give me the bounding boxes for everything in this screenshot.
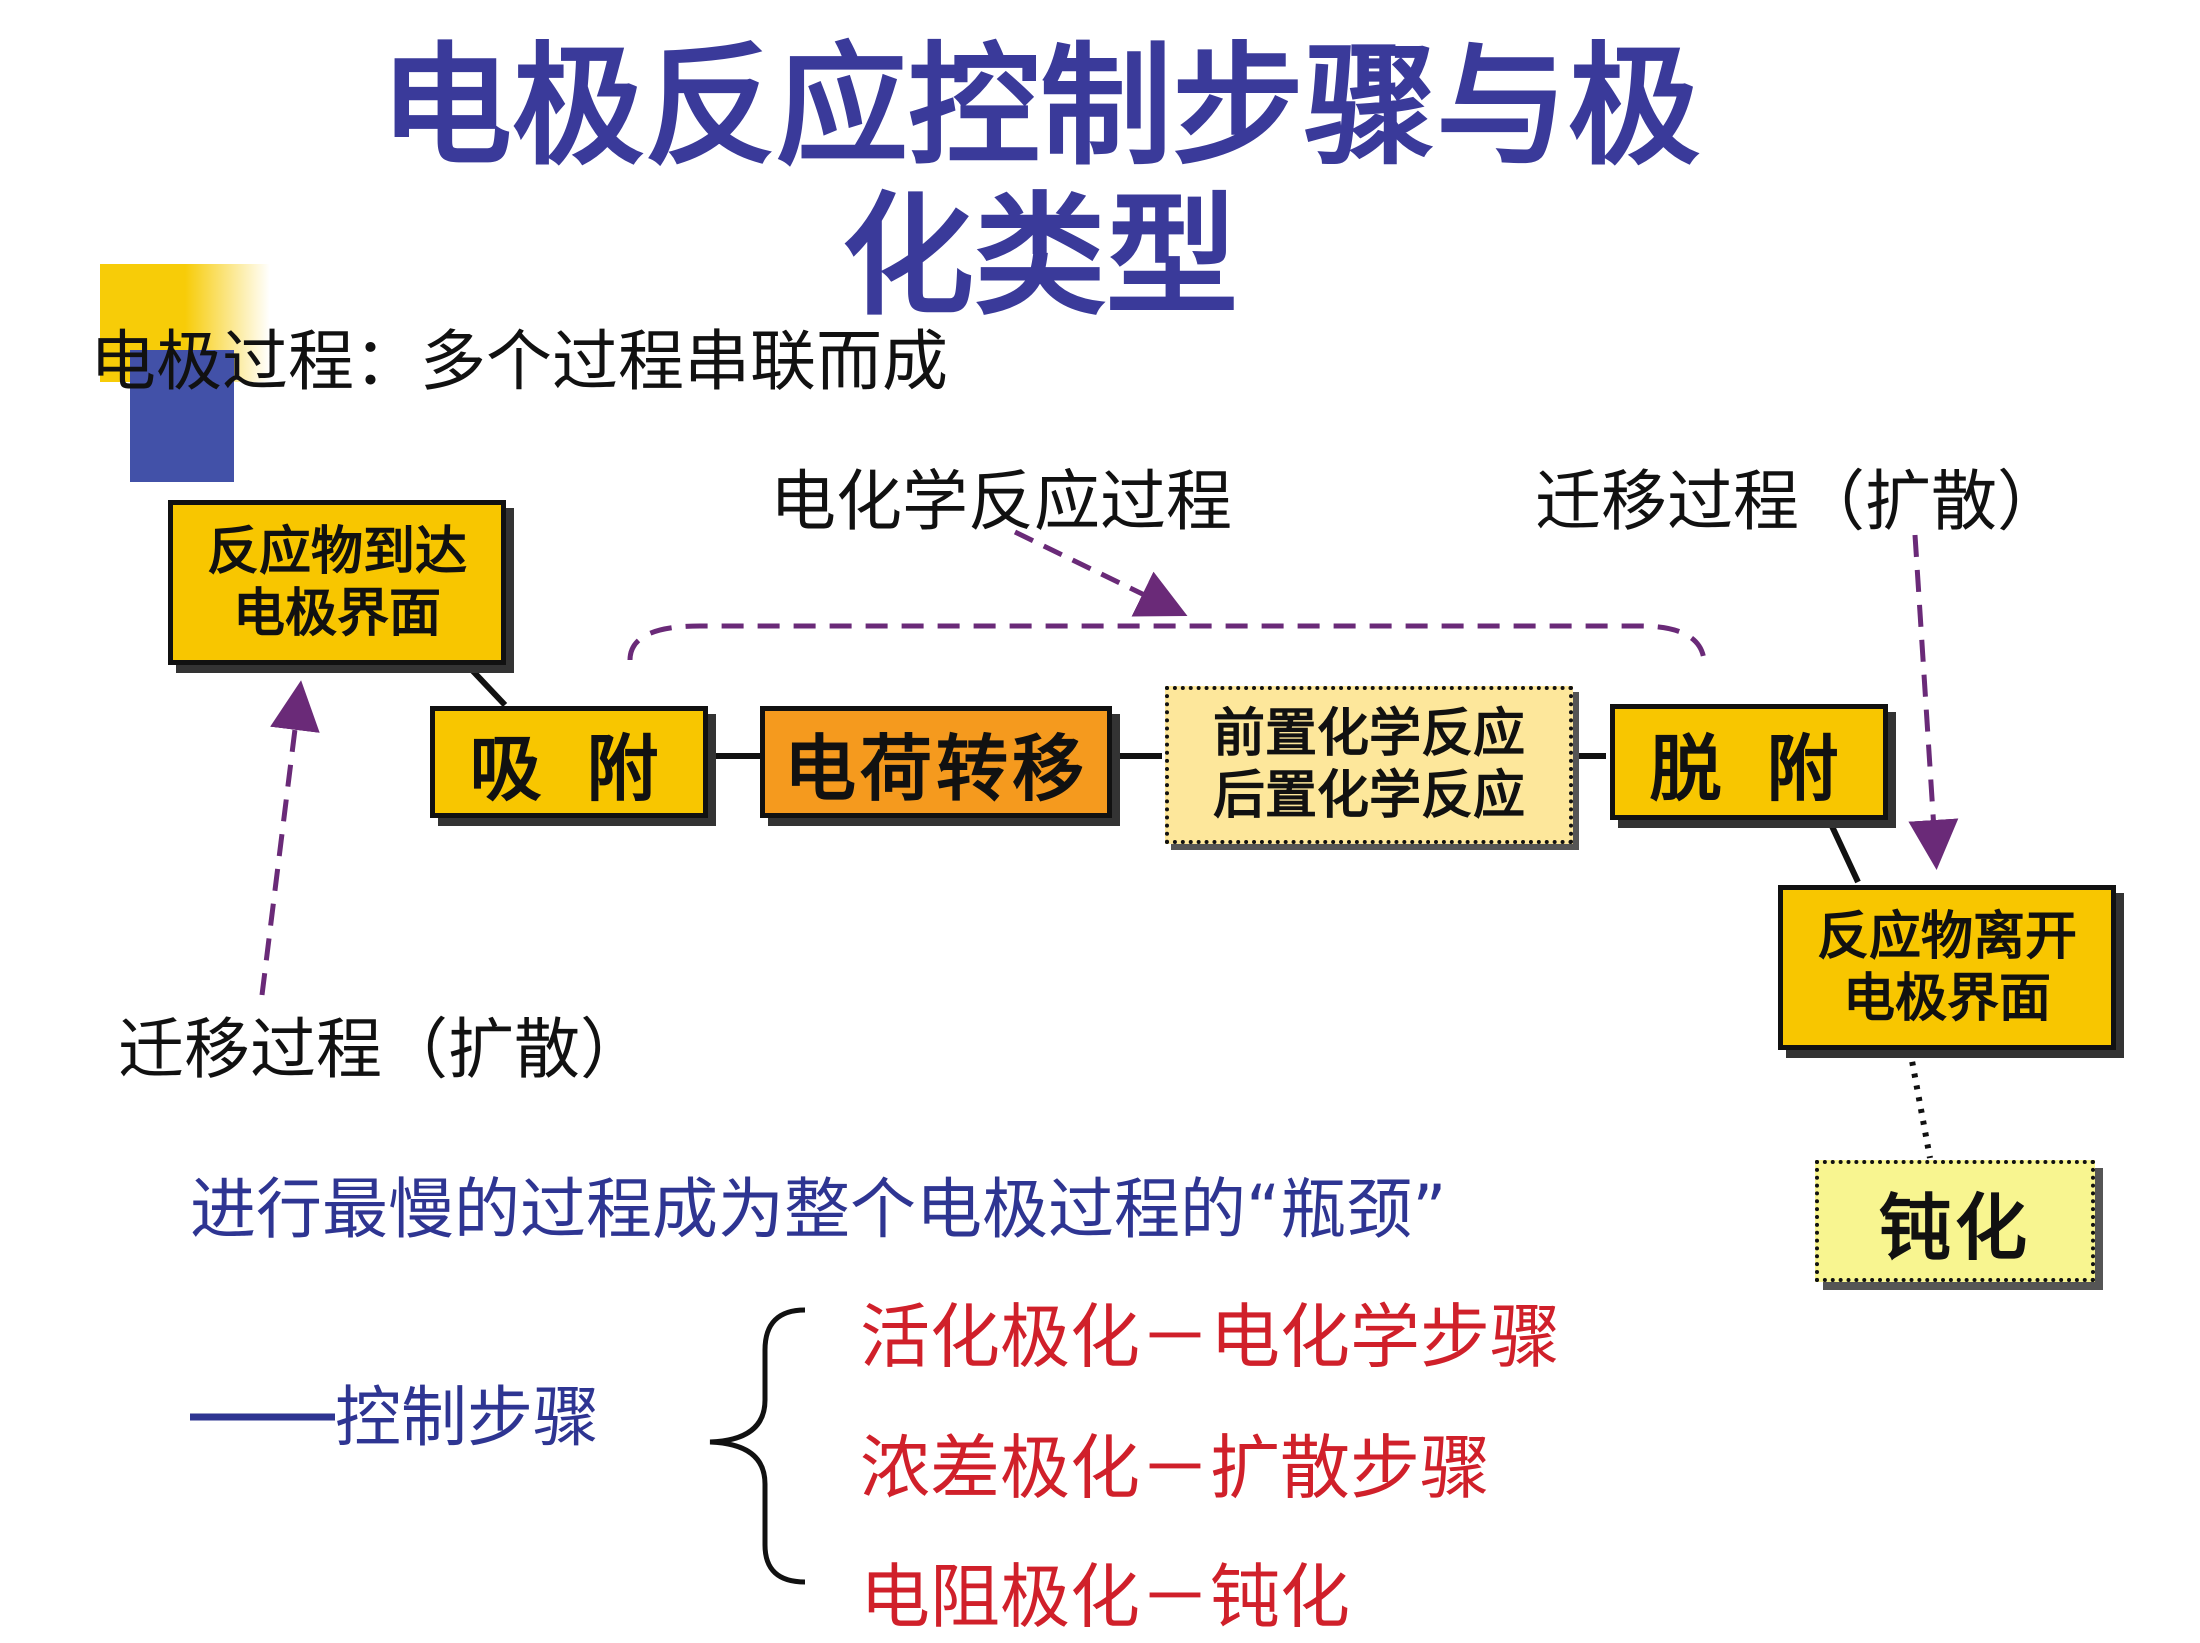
title-line-1: 电极反应控制步骤与极 — [380, 29, 1700, 184]
box-reactant-arrive: 反应物到达 电极界面 — [168, 500, 506, 665]
label-migration-left: 迁移过程（扩散） — [118, 1011, 646, 1088]
box-passivation: 钝化 — [1815, 1160, 2095, 1282]
arrow-migration-left — [259, 680, 320, 996]
page-title: 电极反应控制步骤与极 化类型 — [300, 32, 1780, 332]
box-reactant-arrive-line2: 电极界面 — [232, 583, 441, 644]
box-chemical-reactions-line1: 前置化学反应 — [1212, 704, 1525, 764]
box-chemical-reactions: 前置化学反应 后置化学反应 — [1165, 686, 1573, 844]
box-chemical-reactions-line2: 后置化学反应 — [1212, 766, 1525, 826]
box-charge-transfer: 电荷转移 — [760, 706, 1112, 818]
box-reactant-leave-line2: 电极界面 — [1842, 968, 2051, 1029]
polarization-item-concentration: 浓差极化－扩散步骤 — [860, 1427, 1490, 1509]
label-electrochemical-process: 电化学反应过程 — [770, 463, 1232, 540]
polarization-item-resistance: 电阻极化－钝化 — [860, 1556, 1350, 1638]
label-migration-top: 迁移过程（扩散） — [1535, 463, 2063, 540]
control-step-label: 控制步骤 — [190, 1378, 599, 1458]
box-reactant-arrive-line1: 反应物到达 — [206, 521, 467, 582]
polarization-item-activation: 活化极化－电化学步骤 — [860, 1296, 1560, 1378]
box-reactant-leave-line1: 反应物离开 — [1816, 906, 2077, 967]
box-reactant-leave: 反应物离开 电极界面 — [1778, 885, 2116, 1050]
line-arrive-to-adsorb — [467, 665, 508, 708]
arrow-migration-right — [1908, 534, 1959, 870]
decor-blue-square — [130, 350, 234, 482]
title-line-2: 化类型 — [842, 179, 1238, 334]
line-desorb-to-leave — [1827, 820, 1861, 884]
intro-text: 电极过程：多个过程串联而成 — [90, 323, 948, 400]
control-step-text: 控制步骤 — [335, 1379, 599, 1456]
polarization-brace — [709, 1307, 806, 1585]
process-brace — [627, 623, 1707, 661]
arrow-electrochemical — [1013, 529, 1188, 617]
box-desorption: 脱 附 — [1610, 704, 1888, 820]
bottleneck-text: 进行最慢的过程成为整个电极过程的“瓶颈” — [190, 1171, 1447, 1248]
box-adsorption: 吸 附 — [430, 706, 708, 818]
line-leave-to-passivate — [1907, 1049, 1933, 1159]
